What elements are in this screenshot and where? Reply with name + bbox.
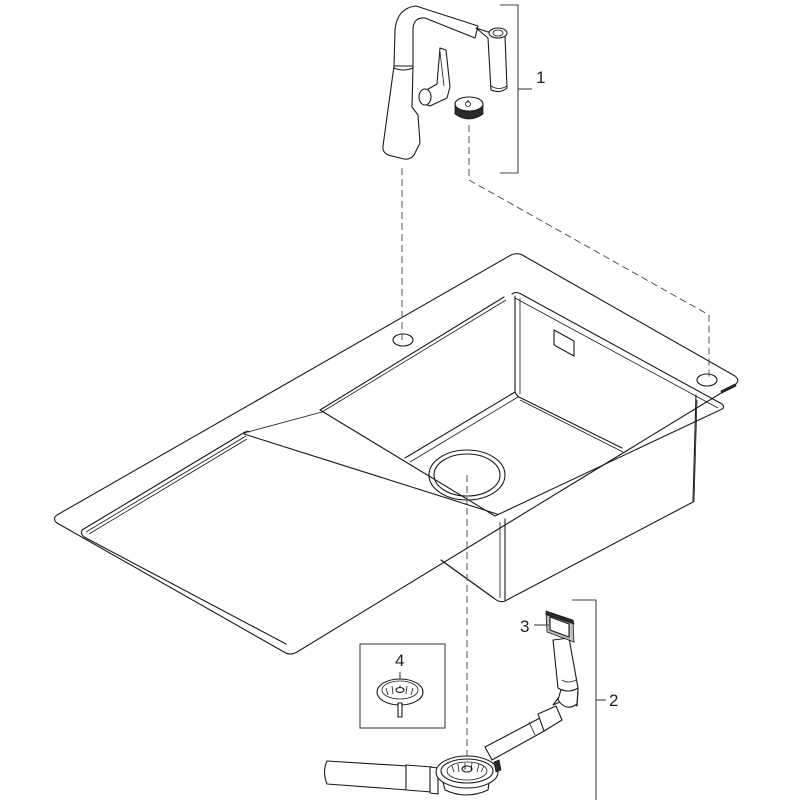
bowl-outer-body (440, 394, 697, 603)
callout-2: 2 (572, 599, 618, 800)
drainboard (81, 431, 246, 531)
overflow-cover (545, 610, 575, 643)
assembly-guides (401, 125, 710, 760)
drain-strainer (435, 755, 502, 789)
callout-label-1: 1 (536, 68, 545, 87)
drain-assembly (323, 610, 579, 796)
callout-label-2: 2 (609, 691, 618, 710)
bowl-floor (514, 391, 623, 449)
overflow-slot (553, 329, 575, 357)
faucet-tap-hole (392, 333, 414, 347)
basket-strainer-detail (359, 643, 446, 729)
faucet-lever (418, 47, 451, 107)
bowl-inner-rim (319, 291, 725, 517)
remote-button-hole (696, 373, 718, 387)
remote-drain-button (454, 96, 484, 120)
sink-outer-rim (53, 253, 739, 655)
sink (53, 253, 739, 655)
callout-1: 1 (500, 4, 545, 174)
callout-label-4: 4 (395, 651, 404, 670)
callout-4: 4 (395, 651, 404, 670)
callout-3: 3 (520, 617, 549, 636)
faucet (382, 5, 508, 160)
brand-plate (720, 383, 737, 394)
spray-head (475, 27, 508, 93)
callout-label-3: 3 (520, 617, 529, 636)
